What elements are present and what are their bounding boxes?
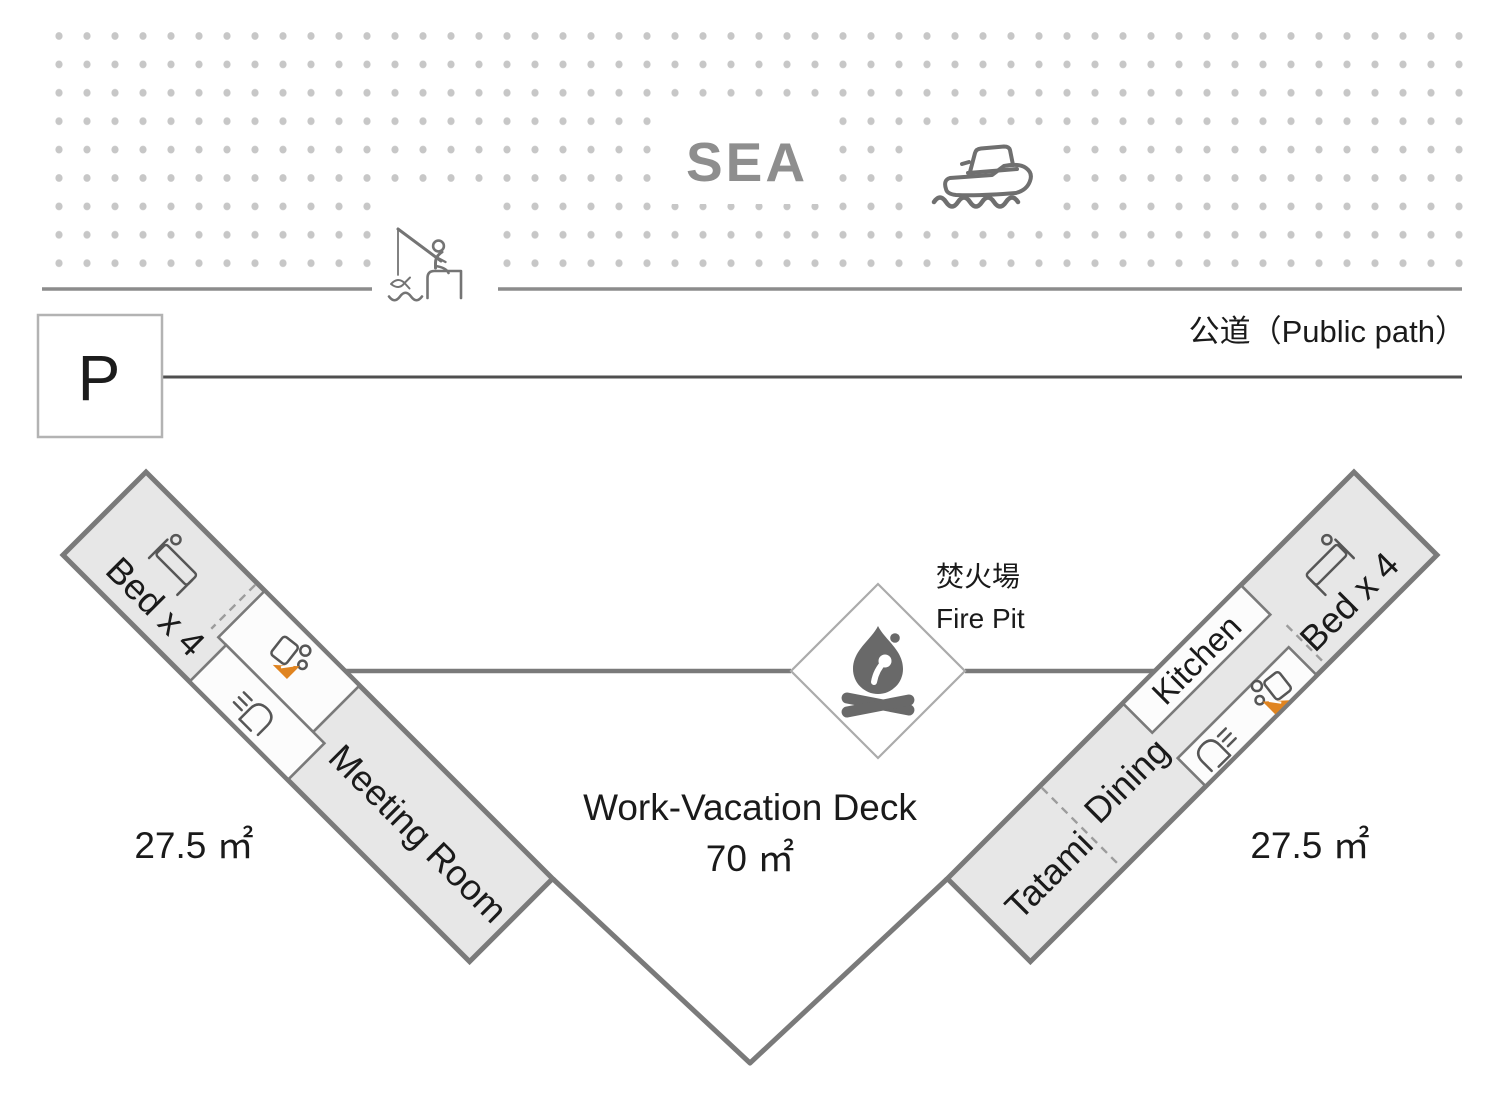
fire-pit-label-en: Fire Pit [936,603,1025,634]
left-area-label: 27.5 ㎡ [134,824,253,866]
sea-title-halo [668,112,826,204]
bed-icon [1305,533,1356,597]
campfire-icon [841,626,915,718]
building-right: Tatami Dining Kitchen Bed x [943,468,1441,966]
right-bed-partition-dashed [1285,624,1326,665]
toilet-icon [270,635,312,679]
fire-pit: 焚火場 Fire Pit [789,561,1025,760]
building-left: Bed x 4 Meeting Room [59,468,557,966]
fisherman-halo [372,198,500,310]
shower-icon [232,691,273,737]
left-shower-room [188,643,327,782]
deck-area-label: 70 ㎡ [706,837,794,879]
left-bed-partition-dashed [210,584,256,630]
shower-icon [1196,727,1237,773]
sea-area: SEA [42,28,1464,310]
kitchen-room [1121,583,1273,735]
bed-icon [147,533,198,597]
parking-box [36,313,164,439]
deck-name-label: Work-Vacation Deck [583,787,917,828]
public-path: 公道（Public path） [162,314,1466,379]
right-area-label: 27.5 ㎡ [1250,824,1369,866]
fisherman-icon [387,227,463,302]
parking-icon: P [78,342,121,414]
deck-v-edge [551,877,949,1066]
sea-label: SEA [686,131,808,193]
boat-icon [931,144,1033,209]
parking-sign: P [36,313,164,439]
right-bathroom [1175,645,1319,788]
public-path-label: 公道（Public path） [1189,314,1466,349]
tatami-dining-partition-dashed [1041,787,1122,868]
toilet-icon [1250,670,1293,715]
fire-pit-label-ja: 焚火場 [936,561,1020,592]
